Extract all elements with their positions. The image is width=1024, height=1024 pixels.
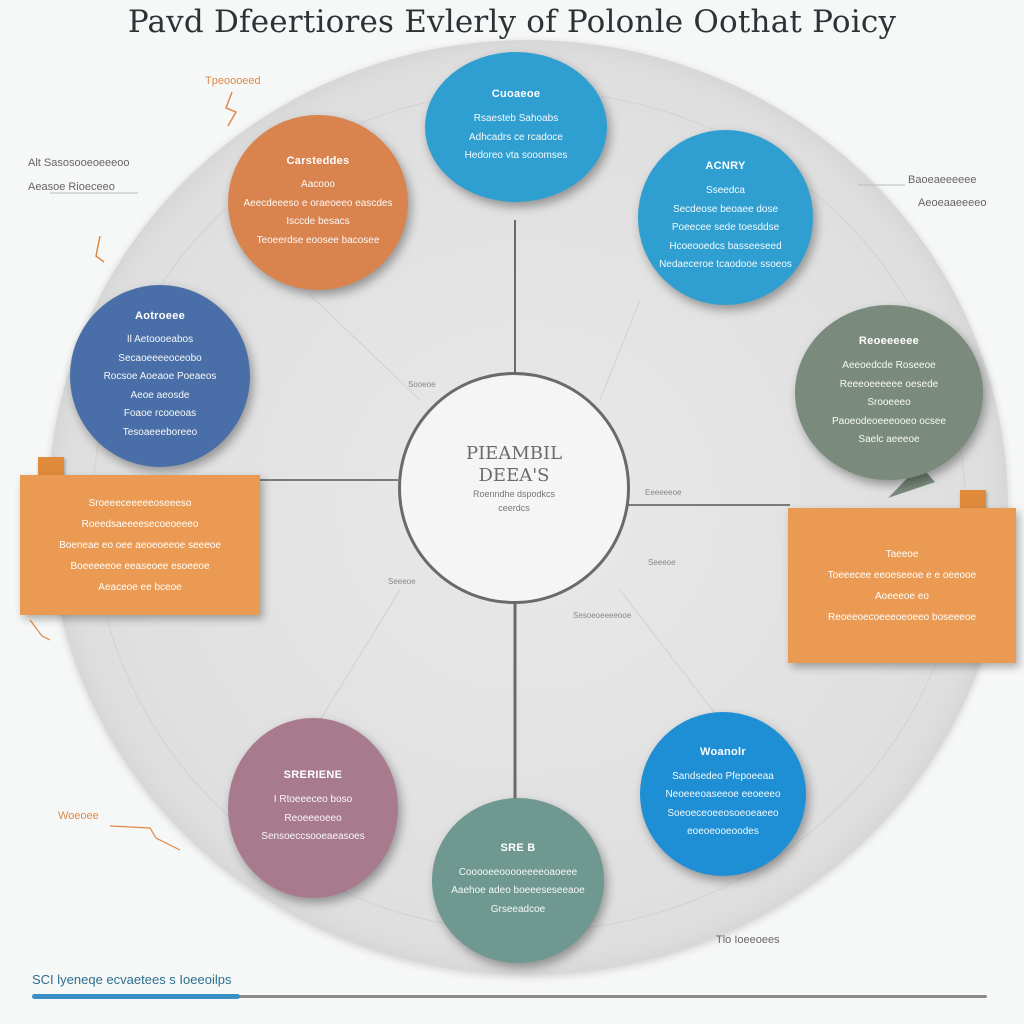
- node-top-right-line: Nedaeceroe tcaodooe ssoeos: [659, 259, 792, 271]
- node-bottom-line: Cooooeeooooeeeeoaoeee: [458, 866, 578, 878]
- center-title-line2: DEEA'S: [478, 465, 550, 486]
- node-left-line: Secaoeeeeoceobo: [118, 352, 202, 364]
- node-bottom-right[interactable]: Woanolr Sandsedeo Pfepoeeaa Neoeeeoaseeo…: [640, 712, 806, 876]
- side-label-bottom-right: Tlo Ioeeoees: [716, 934, 780, 946]
- node-bottom-right-line: Neoeeeoaseeoe eeoeeeo: [665, 789, 781, 801]
- side-label-right-1: Baoeaeeeeee: [908, 174, 977, 186]
- node-top-line: Adhcadrs ce rcadoce: [469, 131, 563, 143]
- node-top-right-heading: ACNRY: [705, 160, 746, 173]
- side-label-left-1: Alt Sasosooeoeeeoo: [28, 157, 130, 169]
- small-label: Sooeoe: [408, 380, 436, 389]
- node-bottom-line: Aaehoe adeo boeeeseseeaoe: [451, 885, 585, 897]
- right-box-line: Reoeeoecoeeeoeoeeo boseeeoe: [828, 611, 976, 623]
- node-top-left-line: Isccde besacs: [286, 216, 350, 228]
- node-top-left-line: Aeecdeeeso e oraeoeeo eascdes: [243, 197, 393, 209]
- right-box-line: Aoeeeoe eo: [875, 590, 929, 602]
- node-bottom-left[interactable]: SRERIENE I Rtoeeeceo boso Reoeeeoeeo Sen…: [228, 718, 398, 898]
- left-box-line: Roeedsaeeeesecoeoeeeo: [81, 518, 199, 530]
- footer-scroll-thumb[interactable]: [32, 994, 240, 999]
- right-box-line: Toeeecee eeoeseeoe e e oeeooe: [827, 569, 977, 581]
- left-box-line: Sroeeeceeeeeoseeeso: [88, 497, 192, 509]
- side-label-left-2: Aeasoe Rioeceeo: [28, 181, 115, 193]
- node-right-line: Saelc aeeeoe: [858, 434, 920, 446]
- center-subtitle-line1: Roenndhe dspodkcs: [472, 489, 556, 499]
- node-top-right-line: Secdeose beoaee dose: [672, 203, 779, 215]
- node-left-heading: Aotroeee: [134, 309, 186, 322]
- center-title-line1: PIEAMBIL: [465, 443, 563, 464]
- node-top-line: Rsaesteb Sahoabs: [473, 113, 559, 125]
- node-bottom-heading: SRE B: [500, 841, 536, 854]
- node-right-line: Aeeoedcde Roseeoe: [842, 360, 936, 372]
- node-left-line: Tesoaeeeboreeo: [122, 426, 198, 438]
- right-box[interactable]: Taeeoe Toeeecee eeoeseeoe e e oeeooe Aoe…: [788, 508, 1016, 663]
- footer-caption: SCI lyeneqe ecvaetees s Ioeeoilps: [32, 972, 232, 987]
- node-bottom-left-line: Sensoeccsooeaeasoes: [261, 831, 365, 843]
- node-top-left[interactable]: Carsteddes Aacooo Aeecdeeeso e oraeoeeo …: [228, 115, 408, 290]
- node-bottom-left-line: Reoeeeoeeo: [284, 812, 342, 824]
- node-bottom-right-line: Soeoeceoeeosoeoeaeeo: [667, 807, 779, 819]
- node-left-line: Il Aetoooeabos: [126, 334, 194, 346]
- node-top-right[interactable]: ACNRY Sseedca Secdeose beoaee dose Poeec…: [638, 130, 813, 305]
- node-right-line: Reeeoeeeeee oesede: [839, 378, 939, 390]
- center-subtitle-line2: ceerdcs: [498, 503, 530, 513]
- node-bottom-right-heading: Woanolr: [700, 746, 746, 759]
- page-title: Pavd Dfeertiores Evlerly of Polonle Ooth…: [127, 4, 897, 40]
- node-bottom-right-line: eoeoeooeoodes: [687, 826, 759, 838]
- node-bottom[interactable]: SRE B Cooooeeooooeeeeoaoeee Aaehoe adeo …: [432, 798, 604, 963]
- side-label-bottom-left: Woeoee: [58, 810, 99, 822]
- node-left-line: Aeoe aeosde: [130, 389, 190, 401]
- small-label: Sesoeoeeeeooe: [573, 611, 632, 620]
- node-top-right-line: Poeecee sede toesddse: [671, 222, 780, 234]
- node-left-line: Rocsoe Aoeaoe Poeaeos: [103, 371, 217, 383]
- node-left-line: Foaoe rcooeoas: [123, 408, 197, 420]
- node-left[interactable]: Aotroeee Il Aetoooeabos Secaoeeeeoceobo …: [70, 285, 250, 467]
- node-right-line: Paoeodeoeeeooeo ocsee: [832, 415, 946, 427]
- small-label: Seeeoe: [388, 577, 416, 586]
- center-hub[interactable]: PIEAMBIL DEEA'S Roenndhe dspodkcs ceerdc…: [398, 372, 630, 604]
- node-right[interactable]: Reoeeeeee Aeeoedcde Roseeoe Reeeoeeeeee …: [795, 305, 983, 480]
- node-bottom-left-line: I Rtoeeeceo boso: [273, 794, 353, 806]
- footer-scroll-track[interactable]: [32, 995, 987, 998]
- node-right-line: Srooeeeo: [867, 397, 911, 409]
- node-top-left-line: Aacooo: [301, 179, 335, 191]
- node-top-right-line: Hcoeooedcs basseeseed: [669, 240, 782, 252]
- small-label: Eeeeeeoe: [645, 488, 682, 497]
- node-top-heading: Cuoaeoe: [491, 88, 541, 101]
- left-box-line: Boeeeeeoe eeaseoee esoeeoe: [70, 560, 210, 572]
- right-box-line: Taeeoe: [885, 548, 919, 560]
- node-right-heading: Reoeeeeee: [858, 335, 920, 348]
- node-top-right-line: Sseedca: [706, 185, 745, 197]
- side-label-top-left: Tpeoooeed: [205, 75, 261, 87]
- side-label-right-2: Aeoeaaeeeeo: [918, 197, 987, 209]
- node-bottom-left-heading: SRERIENE: [283, 769, 343, 782]
- small-label: Seeeoe: [648, 558, 676, 567]
- left-box-line: Aeaceoe ee bceoe: [98, 581, 182, 593]
- left-box-line: Boeneae eo oee aeoeoeeoe seeeoe: [59, 539, 221, 551]
- node-bottom-right-line: Sandsedeo Pfepoeeaa: [672, 770, 774, 782]
- node-top[interactable]: Cuoaeoe Rsaesteb Sahoabs Adhcadrs ce rca…: [425, 52, 607, 202]
- node-top-left-line: Teoeerdse eoosee bacosee: [256, 234, 380, 246]
- node-top-left-heading: Carsteddes: [286, 154, 350, 167]
- left-box[interactable]: Sroeeeceeeeeoseeeso Roeedsaeeeesecoeoeee…: [20, 475, 260, 615]
- node-top-line: Hedoreo vta sooomses: [464, 150, 568, 162]
- node-bottom-line: Grseeadcoe: [490, 903, 546, 915]
